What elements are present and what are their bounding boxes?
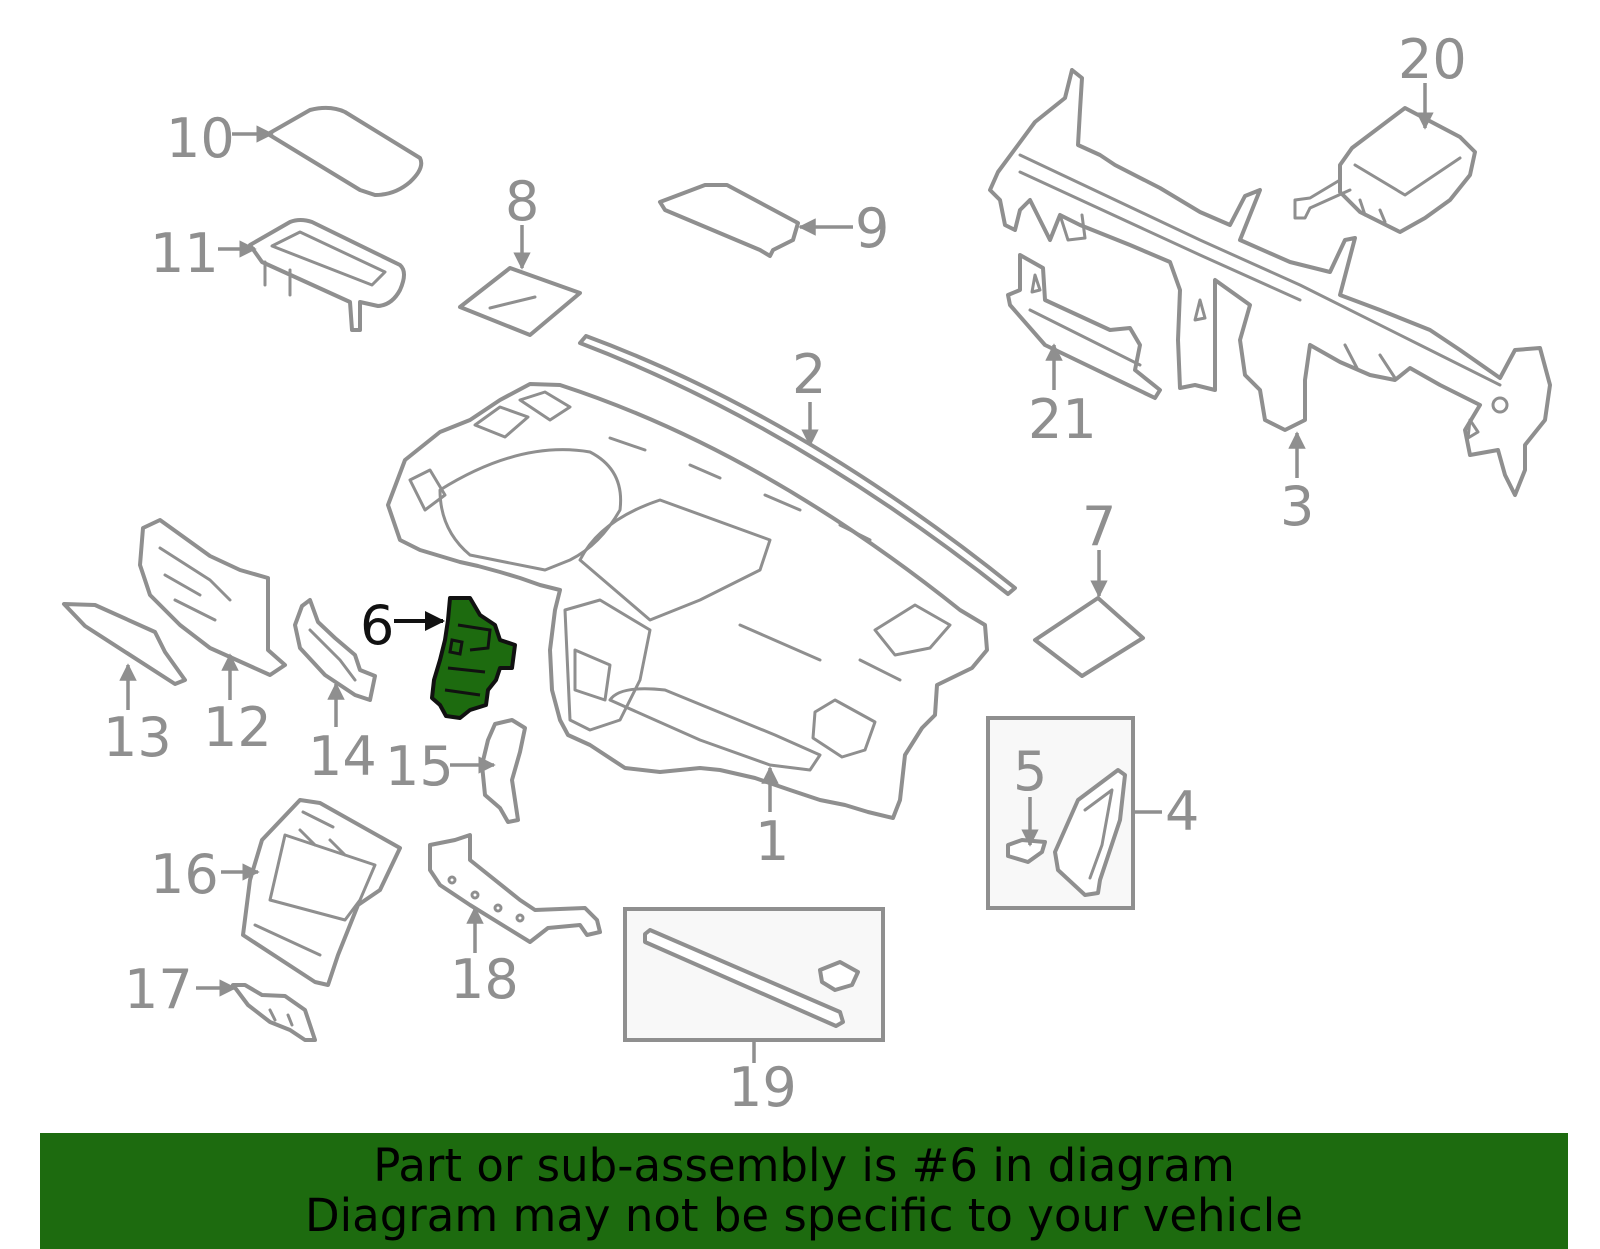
callout-13: 13: [103, 706, 172, 769]
banner-line-1: Part or sub-assembly is #6 in diagram: [373, 1139, 1235, 1192]
part-4-panel[interactable]: [1053, 768, 1127, 897]
callout-16: 16: [150, 843, 219, 906]
callout-2: 2: [792, 343, 826, 406]
part-3-beam[interactable]: [988, 68, 1552, 497]
callout-19: 19: [728, 1056, 797, 1119]
callout-21: 21: [1028, 388, 1097, 451]
callout-6: 6: [360, 594, 394, 657]
part-17-bracket[interactable]: [231, 983, 317, 1042]
info-banner: Part or sub-assembly is #6 in diagram Di…: [40, 1133, 1568, 1249]
part-12-trim[interactable]: [138, 518, 287, 677]
callout-20: 20: [1398, 28, 1467, 91]
callout-18: 18: [450, 948, 519, 1011]
part-13-trim[interactable]: [62, 602, 187, 686]
callout-11: 11: [150, 222, 219, 285]
callout-14: 14: [308, 725, 377, 788]
banner-line-2: Diagram may not be specific to your vehi…: [305, 1189, 1303, 1242]
part-19-strip[interactable]: [643, 928, 860, 1028]
part-14-bracket[interactable]: [293, 598, 377, 702]
callout-4: 4: [1165, 780, 1199, 843]
callout-15: 15: [385, 735, 454, 798]
callout-12: 12: [203, 696, 272, 759]
part-20-module[interactable]: [1293, 106, 1477, 234]
part-8-pad[interactable]: [458, 266, 582, 337]
part-7-pad[interactable]: [1033, 596, 1145, 678]
callout-10: 10: [166, 107, 235, 170]
part-16-bezel[interactable]: [241, 798, 402, 987]
part-11-pocket[interactable]: [248, 218, 406, 332]
part-2-strip[interactable]: [578, 334, 1017, 596]
part-9-plate[interactable]: [658, 183, 800, 258]
callout-17: 17: [124, 958, 193, 1021]
part-21-bracket[interactable]: [1006, 253, 1162, 400]
callout-3: 3: [1280, 475, 1314, 538]
callout-8: 8: [505, 170, 539, 233]
leader-lines: [119, 83, 1434, 1063]
callout-9: 9: [855, 197, 889, 260]
callout-1: 1: [755, 810, 789, 873]
part-10-lid[interactable]: [266, 105, 424, 197]
part-1-instrument-panel[interactable]: [386, 382, 989, 820]
callout-7: 7: [1082, 495, 1116, 558]
callout-numbers: 10 11 8 9 2 20 21 3 7 6 13 12 14 15 1 16…: [103, 28, 1467, 1119]
part-18-bar[interactable]: [428, 833, 602, 944]
callout-5: 5: [1013, 740, 1047, 803]
part-15-duct[interactable]: [480, 718, 527, 824]
part-6-highlighted[interactable]: [430, 596, 517, 720]
